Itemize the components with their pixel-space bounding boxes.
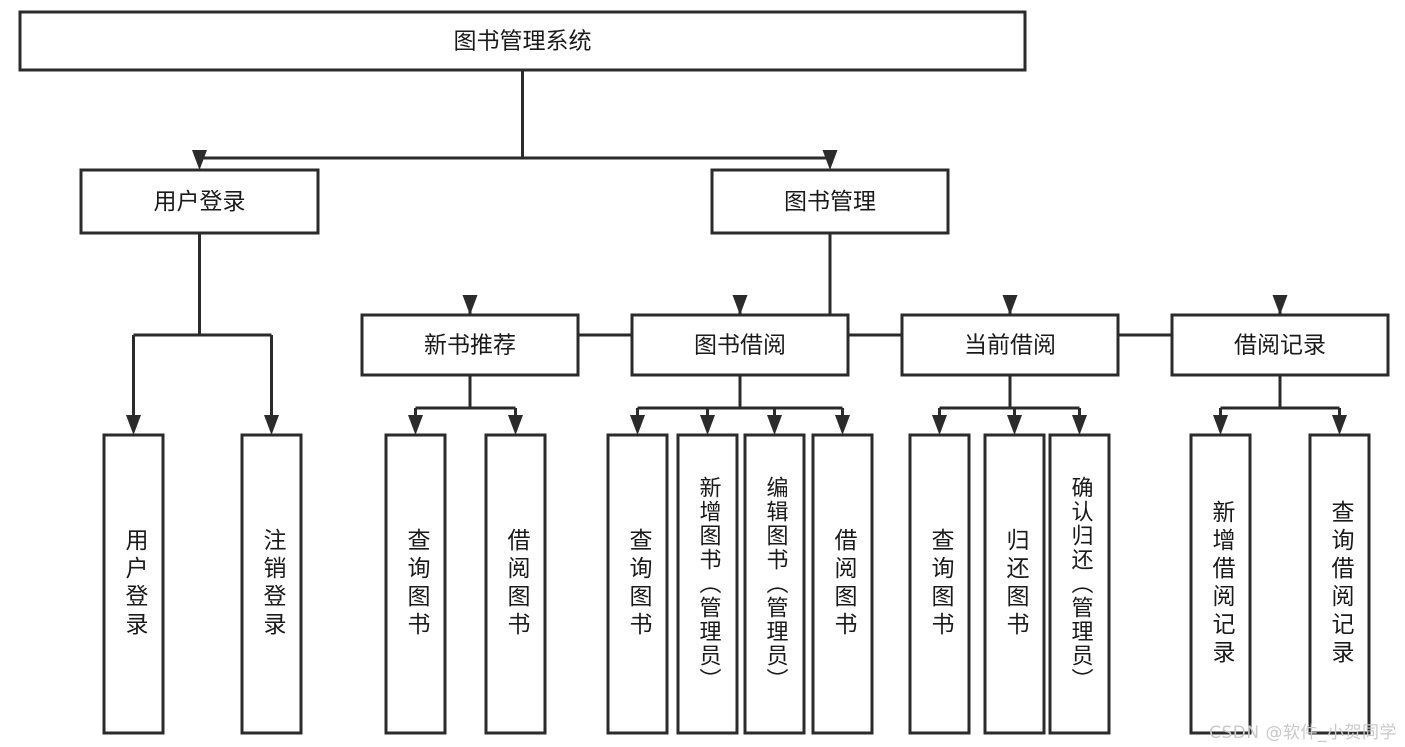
- node-leaf-query-record[interactable]: [1308, 433, 1371, 735]
- node-book-manage[interactable]: [710, 168, 950, 235]
- node-leaf-user-login[interactable]: [102, 433, 165, 735]
- node-root[interactable]: [18, 10, 1027, 72]
- node-leaf-edit-book[interactable]: [743, 433, 806, 735]
- node-label-user-login: 用户登录: [154, 189, 246, 215]
- node-user-login[interactable]: [79, 168, 320, 235]
- node-leaf-query-book-3[interactable]: [908, 433, 971, 735]
- connector-edges-layer: [126, 70, 1347, 435]
- node-label-book-borrow: 图书借阅: [694, 333, 786, 359]
- node-leaf-logout[interactable]: [240, 433, 303, 735]
- node-label-current-borrow: 当前借阅: [964, 333, 1056, 359]
- node-borrow-record[interactable]: [1170, 313, 1390, 377]
- node-book-borrow[interactable]: [630, 313, 850, 377]
- node-label-book-manage: 图书管理: [784, 189, 876, 215]
- node-leaf-borrow-book-2[interactable]: [811, 433, 874, 735]
- node-label-borrow-record: 借阅记录: [1234, 333, 1326, 359]
- node-leaf-query-book-2[interactable]: [606, 433, 669, 735]
- node-new-book-rec[interactable]: [360, 313, 580, 377]
- node-leaf-add-book[interactable]: [676, 433, 739, 735]
- node-leaf-borrow-book-1[interactable]: [484, 433, 547, 735]
- node-leaf-add-record[interactable]: [1189, 433, 1252, 735]
- node-current-borrow[interactable]: [900, 313, 1120, 377]
- node-label-root: 图书管理系统: [454, 29, 592, 55]
- node-label-new-book-rec: 新书推荐: [424, 333, 516, 359]
- node-leaf-confirm-return[interactable]: [1048, 433, 1111, 735]
- node-leaf-query-book-1[interactable]: [384, 433, 447, 735]
- node-leaf-return-book[interactable]: [983, 433, 1046, 735]
- watermark-text: CSDN @软件_小贺同学: [1209, 723, 1397, 743]
